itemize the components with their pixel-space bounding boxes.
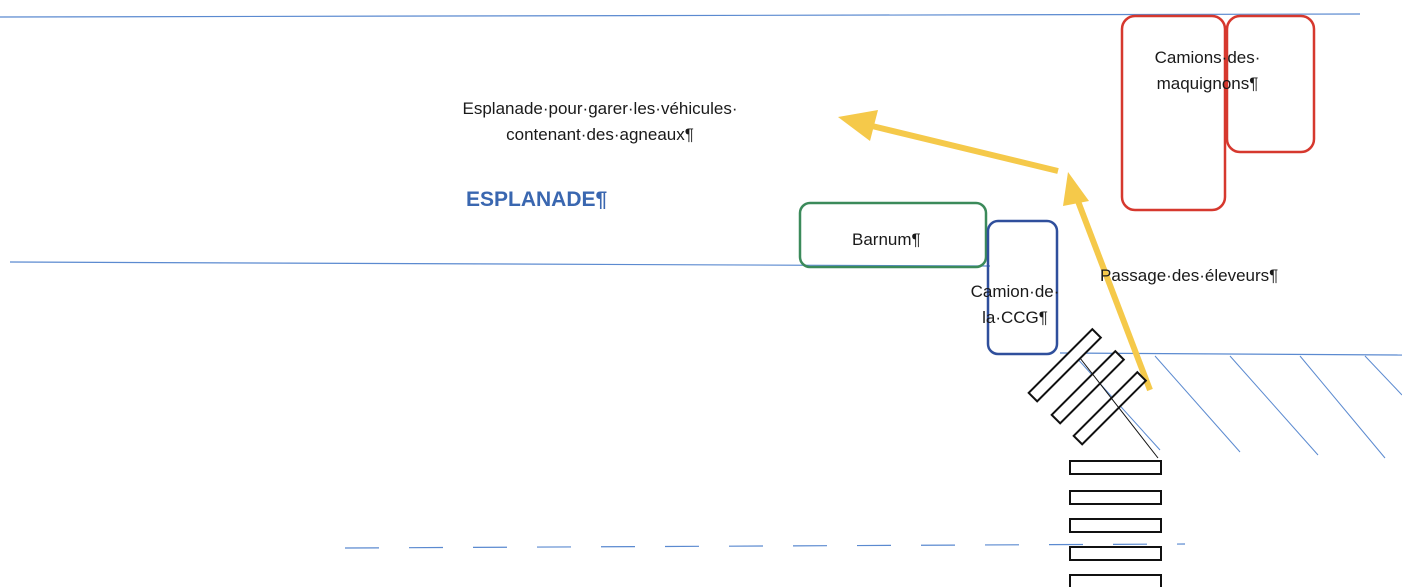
arrow-passage-eleveurs	[1063, 172, 1153, 392]
esplanade-note: Esplanade·pour·garer·les·véhicules· cont…	[400, 96, 800, 148]
barnum-box	[798, 201, 988, 269]
maquignons-label-line1: Camions·des·	[1154, 48, 1261, 67]
esplanade-note-line2: contenant·des·agneaux¶	[506, 125, 694, 144]
esplanade-note-line1: Esplanade·pour·garer·les·véhicules·	[462, 99, 738, 118]
ccg-truck-box	[986, 219, 1059, 356]
dashed-road-line	[344, 543, 1186, 549]
maquignons-label-line2: maquignons¶	[1156, 74, 1259, 93]
maquignons-truck-box-1	[1120, 14, 1227, 212]
ccg-label: Camion·de· la·CCG¶	[960, 279, 1070, 331]
angled-animal-pens	[1027, 327, 1159, 459]
parking-hatching	[1074, 355, 1402, 459]
barnum-label: Barnum¶	[852, 230, 921, 249]
passage-label: Passage·des·éleveurs¶	[1100, 266, 1279, 285]
stacked-animal-pens	[1069, 460, 1162, 587]
ccg-label-line1: Camion·de·	[970, 282, 1060, 301]
ccg-label-line2: la·CCG¶	[982, 308, 1048, 327]
esplanade-title: ESPLANADE¶	[466, 188, 608, 211]
top-road-line	[0, 13, 1361, 18]
middle-road-line	[9, 261, 991, 267]
maquignons-label: Camions·des· maquignons¶	[1140, 45, 1275, 97]
arrow-to-esplanade	[838, 110, 1059, 174]
maquignons-truck-box-2	[1225, 14, 1316, 154]
